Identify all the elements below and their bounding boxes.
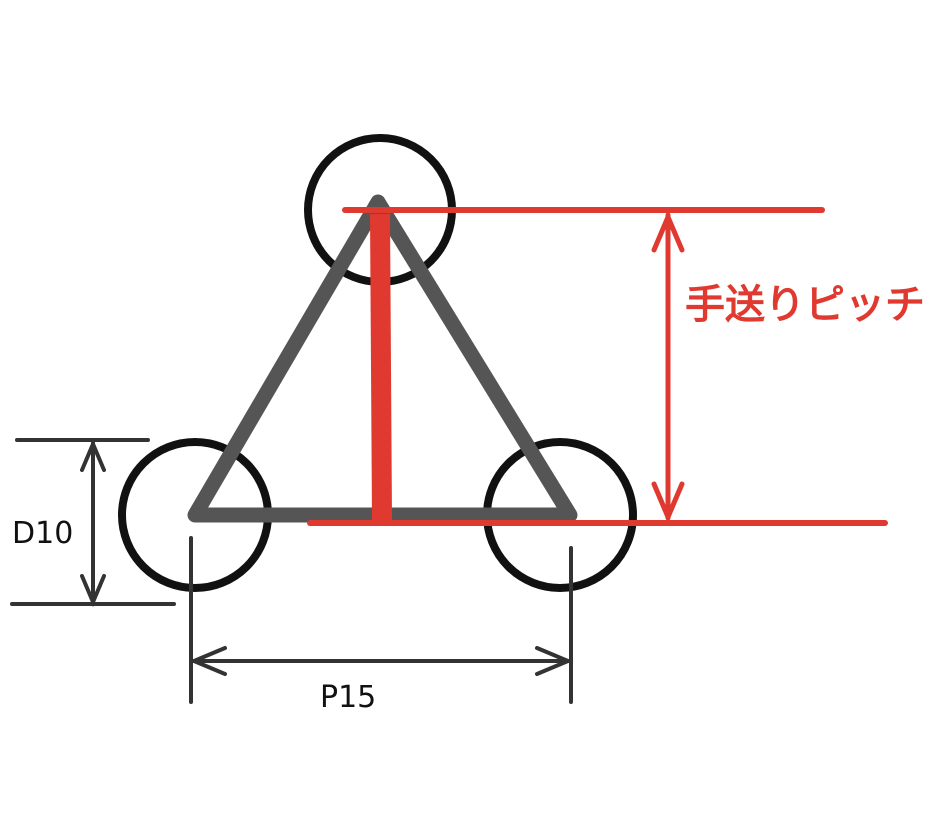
- diameter-dimension: [10, 438, 176, 608]
- pitch-arrow-left: [188, 646, 227, 676]
- pitch-label: P15: [320, 680, 376, 715]
- feed-pitch-arrow-down: [651, 481, 685, 524]
- feed-pitch-arrow-up: [651, 210, 685, 253]
- diameter-label: D10: [12, 516, 73, 551]
- feed-pitch-height-bar: [370, 213, 392, 521]
- feed-pitch-dimension: [307, 207, 888, 526]
- pitch-dimension: [188, 536, 574, 704]
- pitch-arrow-right: [535, 646, 574, 676]
- diameter-arrow-up: [80, 438, 106, 472]
- feed-pitch-label: 手送りピッチ: [685, 282, 925, 328]
- diameter-arrow-down: [80, 574, 106, 608]
